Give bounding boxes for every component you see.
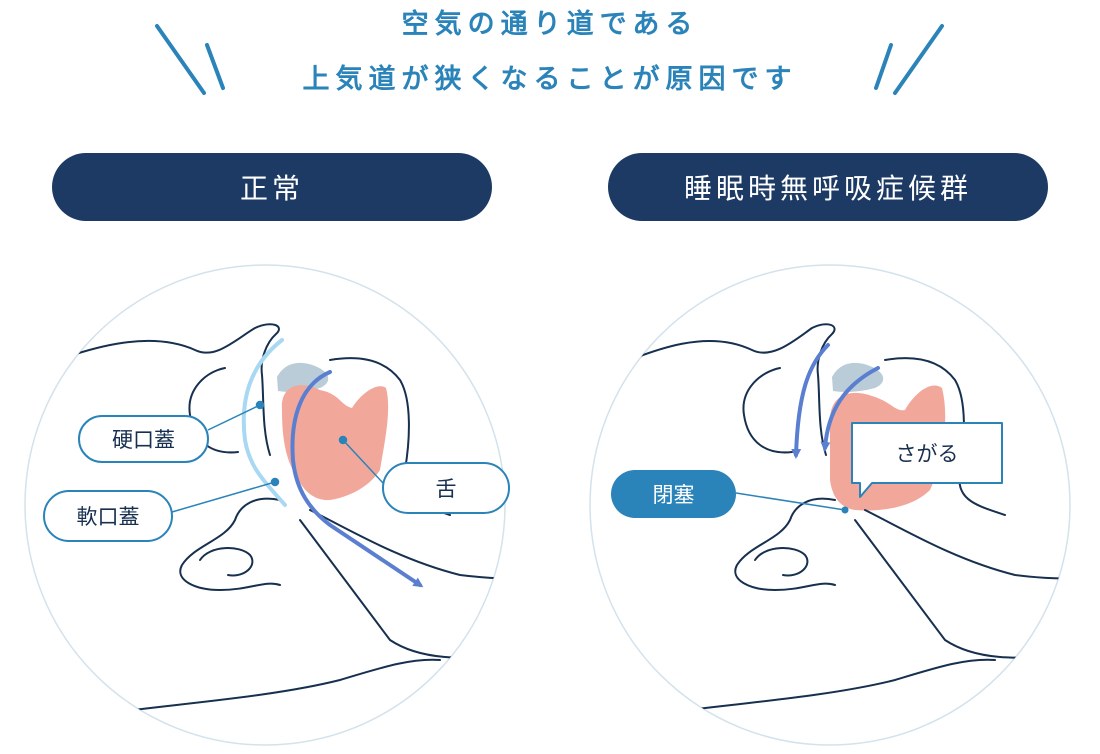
apnea-circle — [589, 264, 1071, 746]
normal-jaw — [179, 497, 281, 591]
normal-title-pill: 正常 — [52, 153, 492, 221]
normal-circle — [24, 264, 506, 746]
normal-neck-back — [309, 509, 505, 580]
tongue-dot — [338, 435, 348, 445]
normal-nasal-wall — [188, 367, 239, 454]
drops-label: さがる — [896, 442, 959, 466]
apnea-nasal-wall — [742, 367, 793, 454]
emphasis-stroke-left-1 — [155, 24, 206, 95]
apnea-airflow-1 — [791, 343, 830, 459]
hard-palate-leader — [207, 404, 261, 431]
callout-soft-palate: 軟口蓋 — [43, 490, 173, 542]
hard-palate-label: 硬口蓋 — [112, 428, 175, 452]
headline-line-2: 上気道が狭くなることが原因です — [302, 64, 798, 95]
emphasis-strokes — [155, 24, 944, 95]
tongue-leader — [342, 439, 384, 484]
normal-airflow-dark — [290, 370, 424, 588]
apnea-face-outline — [594, 323, 836, 456]
drops-speech-bubble — [851, 422, 1003, 498]
normal-leaders — [171, 400, 384, 513]
emphasis-stroke-left-2 — [205, 43, 225, 90]
normal-nasal-turbinate — [277, 362, 329, 392]
apnea-title-pill: 睡眠時無呼吸症候群 — [608, 153, 1048, 221]
obstruction-dot — [841, 506, 849, 514]
apnea-lip — [754, 547, 809, 577]
callout-tongue: 舌 — [382, 462, 510, 514]
soft-palate-label: 軟口蓋 — [77, 505, 140, 529]
emphasis-stroke-right-2 — [874, 43, 893, 90]
headline-line-1: 空気の通り道である — [401, 9, 699, 40]
soft-palate-leader — [171, 481, 276, 513]
apnea-jaw — [734, 497, 836, 591]
apnea-airflow-2 — [820, 366, 880, 452]
callout-hard-palate: 硬口蓋 — [78, 415, 209, 463]
hard-palate-dot — [255, 400, 265, 410]
tongue — [281, 385, 389, 501]
tongue-label: 舌 — [436, 477, 457, 501]
callout-drops: さがる — [851, 422, 1003, 498]
soft-palate-dot — [270, 477, 280, 487]
normal-illustration — [25, 323, 505, 721]
normal-face-outline — [25, 323, 280, 456]
normal-lip — [199, 547, 254, 577]
obstruction-leader — [735, 492, 846, 511]
normal-airflow-light — [241, 338, 287, 507]
emphasis-stroke-right-1 — [893, 24, 944, 95]
obstruction-label: 閉塞 — [653, 483, 695, 507]
callout-obstruction: 閉塞 — [611, 470, 849, 518]
